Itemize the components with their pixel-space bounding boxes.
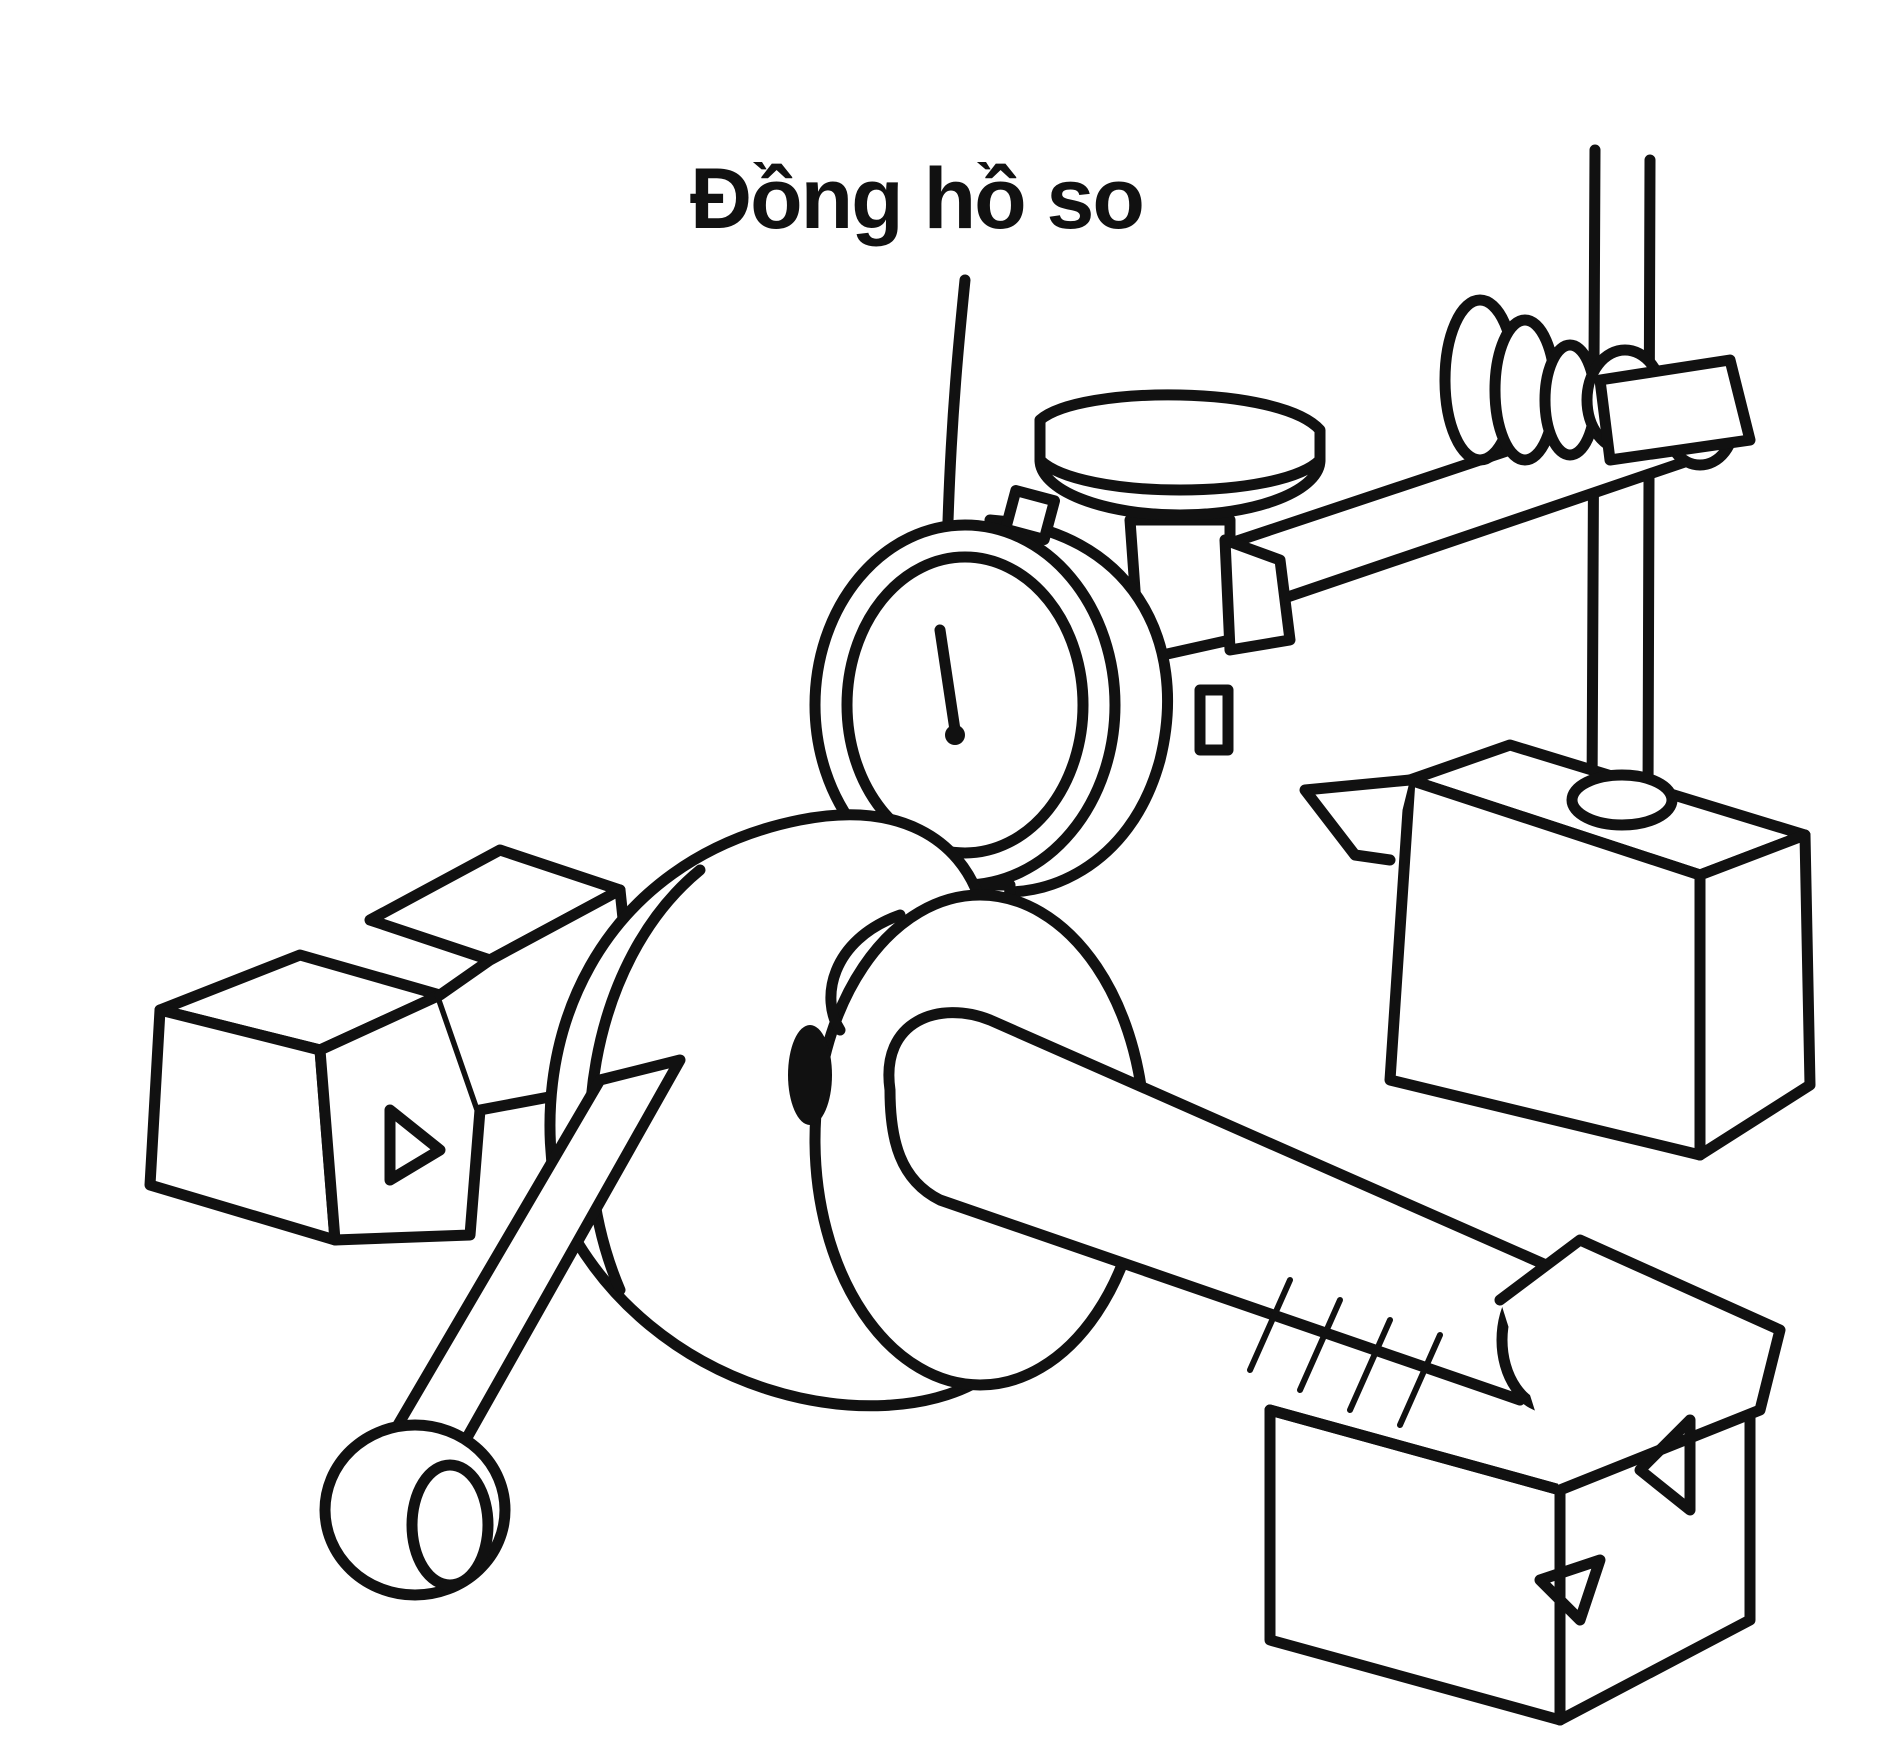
left-v-block bbox=[144, 844, 646, 1246]
gauge-arm bbox=[1174, 294, 1756, 626]
dial-gauge bbox=[809, 485, 1234, 898]
connecting-rod bbox=[319, 1054, 686, 1601]
dial-gauge-label: Đồng hồ so bbox=[690, 151, 1145, 247]
magnetic-base bbox=[1299, 739, 1816, 1161]
clamp-lock-knob bbox=[1034, 389, 1326, 666]
right-v-block bbox=[1264, 1234, 1786, 1726]
